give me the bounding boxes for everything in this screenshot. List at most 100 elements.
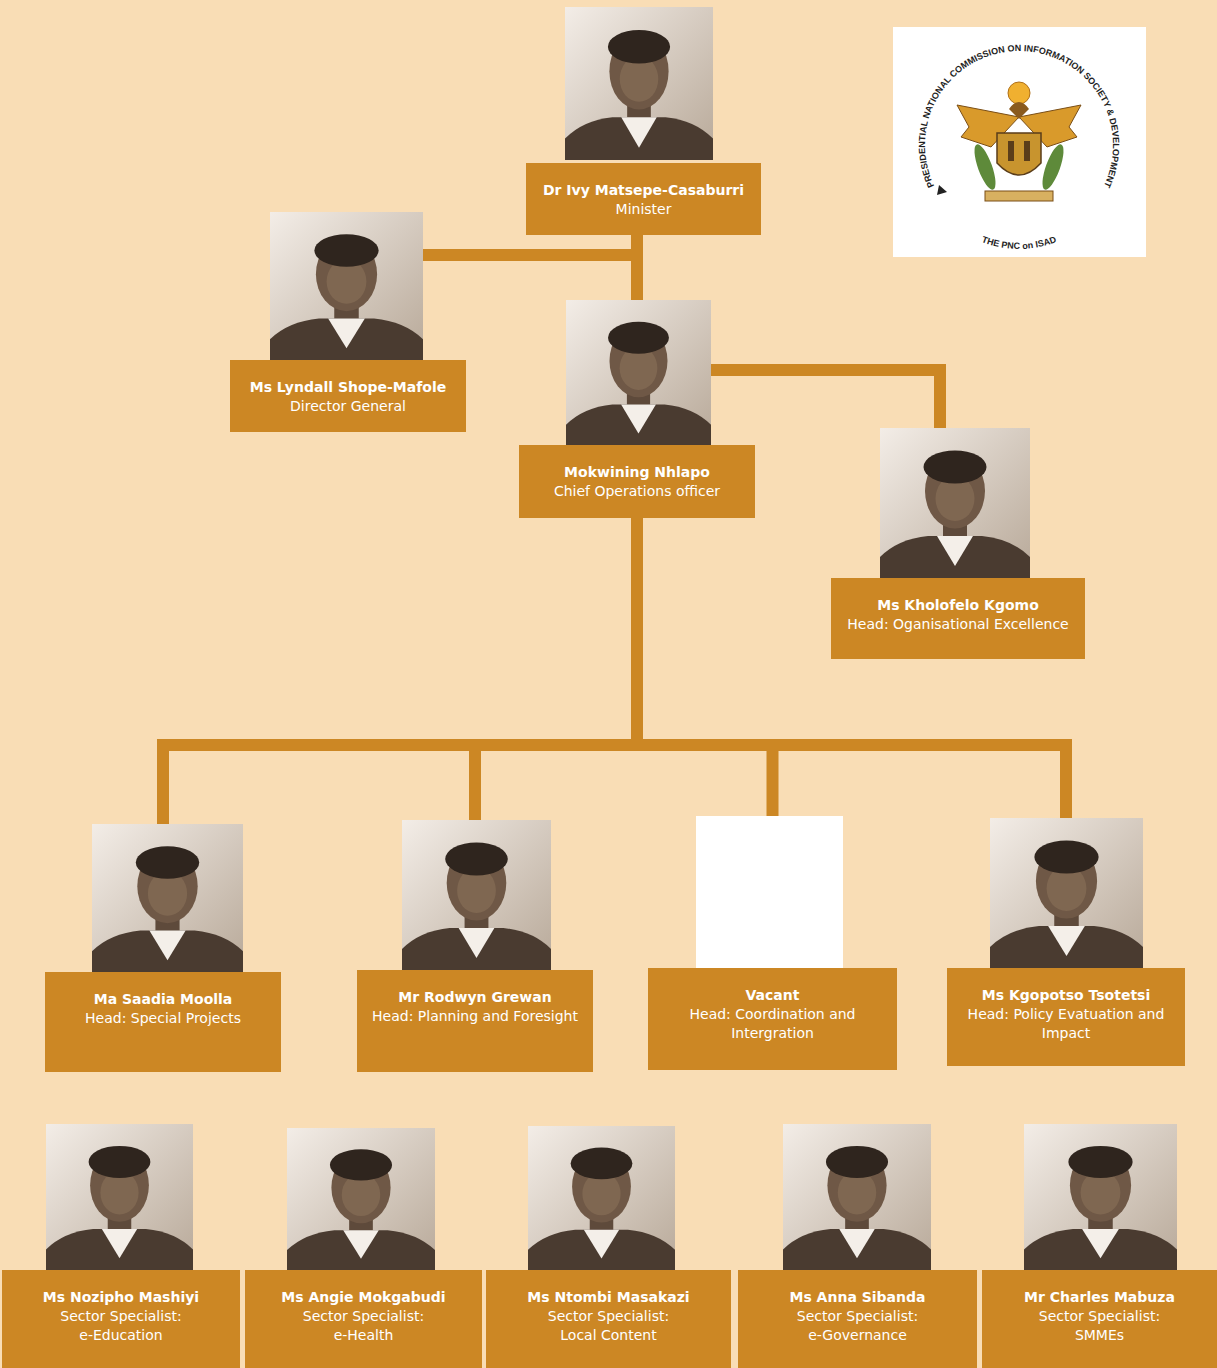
photo-ground [565, 7, 713, 160]
person-name: Ms Kholofelo Kgomo [877, 596, 1039, 615]
crest-banner [985, 191, 1053, 201]
org-box: Ms Ntombi MasakaziSector Specialist: Loc… [486, 1270, 731, 1368]
org-box: Ms Anna SibandaSector Specialist: e-Gove… [738, 1270, 977, 1368]
photo-ground [783, 1124, 931, 1270]
photo-ground [566, 300, 711, 445]
portrait-hair [608, 30, 670, 64]
portrait-hair [608, 322, 669, 354]
portrait-shoulders [566, 404, 711, 445]
portrait-hair [314, 234, 378, 267]
crest-ear [1038, 142, 1068, 192]
position-title: Head: Special Projects [85, 1009, 241, 1028]
org-box: VacantHead: Coordination and Intergratio… [648, 968, 897, 1070]
crest-sun [1008, 82, 1030, 104]
portrait-photo [566, 300, 711, 445]
portrait-hair [924, 451, 987, 484]
person-name: Ms Ntombi Masakazi [527, 1288, 689, 1307]
portrait-shoulders [528, 1230, 675, 1270]
position-title: Chief Operations officer [554, 482, 720, 501]
person-name: Ma Saadia Moolla [94, 990, 233, 1009]
person-name: Ms Kgopotso Tsotetsi [982, 986, 1150, 1005]
position-title: Sector Specialist: e-Governance [793, 1307, 923, 1345]
portrait-photo [783, 1124, 931, 1270]
org-box: Ms Nozipho MashiyiSector Specialist: e-E… [2, 1270, 240, 1368]
portrait-hair [330, 1149, 392, 1180]
position-title: Director General [290, 397, 406, 416]
position-title: Sector Specialist: e-Health [299, 1307, 429, 1345]
empty-photo [696, 816, 843, 968]
crest-figure [1008, 141, 1014, 161]
portrait-collar [149, 931, 185, 961]
org-box: Ms Kholofelo KgomoHead: Oganisational Ex… [831, 578, 1085, 659]
org-box: Ms Angie MokgabudiSector Specialist: e-H… [245, 1270, 482, 1368]
portrait-photo [528, 1126, 675, 1270]
portrait-collar [1082, 1229, 1119, 1258]
portrait-shoulders [1024, 1229, 1177, 1270]
org-box: Mokwining NhlapoChief Operations officer [519, 445, 755, 518]
photo-ground [1024, 1124, 1177, 1270]
org-box: Ms Kgopotso TsotetsiHead: Policy Evatuat… [947, 968, 1185, 1066]
logo-label: PRESIDENTIAL NATIONAL COMMISSION ON INFO… [917, 43, 1121, 190]
portrait-photo [402, 820, 551, 970]
portrait-hair [571, 1148, 633, 1180]
person-name: Mokwining Nhlapo [564, 463, 710, 482]
commission-logo: PRESIDENTIAL NATIONAL COMMISSION ON INFO… [893, 27, 1146, 257]
org-box: Mr Charles MabuzaSector Specialist: SMME… [982, 1270, 1217, 1368]
portrait-shoulders [565, 117, 713, 160]
portrait-collar [343, 1230, 379, 1258]
photo-ground [270, 212, 423, 360]
person-name: Ms Lyndall Shope-Mafole [250, 378, 447, 397]
portrait-hair [89, 1146, 151, 1178]
portrait-shoulders [880, 536, 1030, 578]
portrait-photo [92, 824, 243, 972]
photo-ground [880, 428, 1030, 578]
person-name: Mr Rodwyn Grewan [398, 988, 551, 1007]
person-name: Ms Angie Mokgabudi [281, 1288, 445, 1307]
portrait-hair [445, 843, 508, 876]
position-title: Sector Specialist: Local Content [544, 1307, 674, 1345]
position-title: Sector Specialist: e-Education [56, 1307, 186, 1345]
position-title: Head: Oganisational Excellence [847, 615, 1068, 634]
position-title: Head: Coordination and Intergration [656, 1005, 889, 1043]
logo-pointer [937, 185, 947, 195]
logo-label: THE PNC on ISAD [981, 234, 1058, 251]
portrait-collar [621, 404, 656, 433]
position-title: Minister [616, 200, 672, 219]
portrait-collar [839, 1229, 875, 1258]
person-name: Ms Nozipho Mashiyi [43, 1288, 199, 1307]
position-title: Sector Specialist: SMMEs [1035, 1307, 1165, 1345]
photo-ground [402, 820, 551, 970]
portrait-collar [328, 319, 365, 349]
photo-ground [46, 1124, 193, 1270]
portrait-photo [990, 818, 1143, 968]
person-name: Ms Anna Sibanda [789, 1288, 925, 1307]
portrait-shoulders [287, 1230, 435, 1270]
logo-ground [893, 27, 1146, 257]
portrait-collar [621, 117, 657, 148]
position-title: Head: Policy Evatuation and Impact [955, 1005, 1177, 1043]
portrait-shoulders [92, 931, 243, 972]
photo-ground [92, 824, 243, 972]
person-name: Dr Ivy Matsepe-Casaburri [543, 181, 744, 200]
portrait-shoulders [270, 319, 423, 360]
portrait-photo [565, 7, 713, 160]
org-box: Mr Rodwyn GrewanHead: Planning and Fores… [357, 970, 593, 1072]
logo-lettering: THE PNC on ISAD [981, 234, 1058, 251]
crest-shield [997, 133, 1041, 175]
org-box: Dr Ivy Matsepe-CasaburriMinister [526, 163, 761, 235]
position-title: Head: Planning and Foresight [372, 1007, 578, 1026]
portrait-hair [1068, 1146, 1132, 1178]
org-box: Ma Saadia MoollaHead: Special Projects [45, 972, 281, 1072]
portrait-shoulders [46, 1229, 193, 1270]
portrait-collar [584, 1230, 619, 1259]
portrait-photo [287, 1128, 435, 1270]
photo-ground [990, 818, 1143, 968]
crest-ear [970, 142, 1000, 192]
crest-bird [1009, 102, 1029, 119]
photo-ground [287, 1128, 435, 1270]
portrait-photo [1024, 1124, 1177, 1270]
org-box: Ms Lyndall Shope-MafoleDirector General [230, 360, 466, 432]
person-name: Vacant [746, 986, 800, 1005]
